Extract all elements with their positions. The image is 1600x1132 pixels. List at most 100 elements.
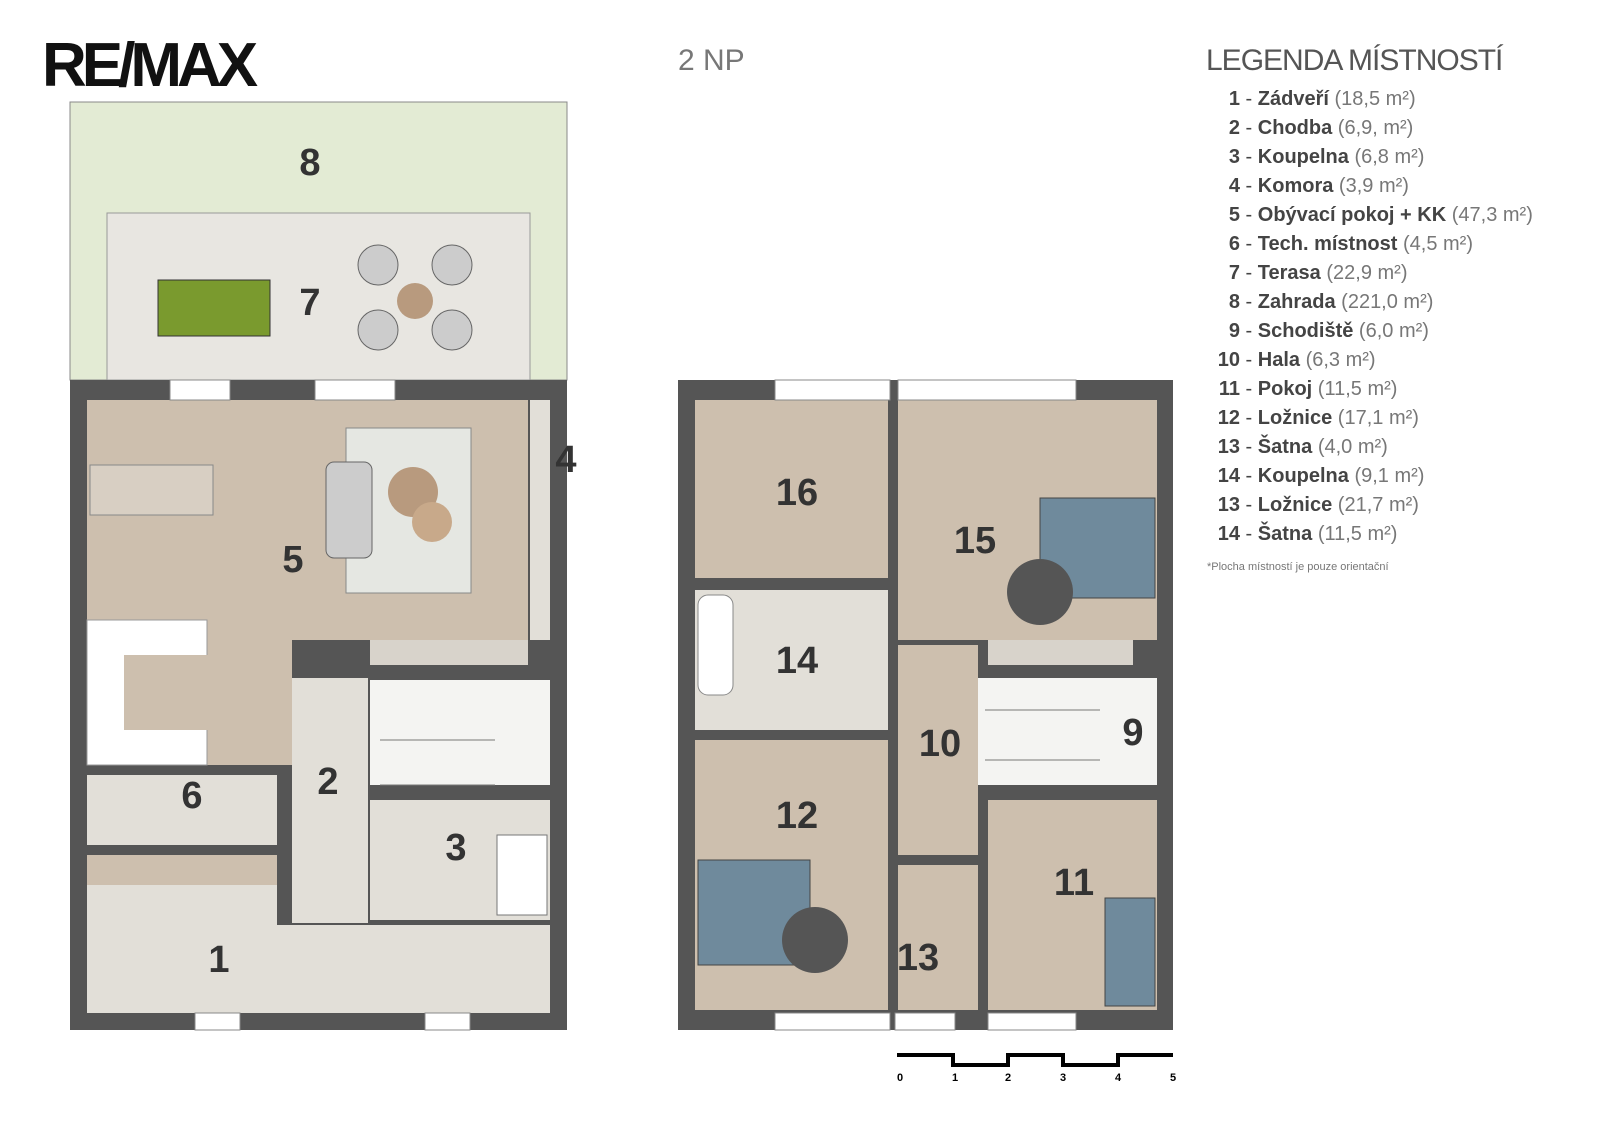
- room-label-1: 1: [208, 939, 229, 981]
- legend-number: 9: [1228, 320, 1240, 342]
- legend-room-name: Zahrada: [1257, 291, 1336, 313]
- room-label-15: 15: [954, 520, 996, 562]
- legend-number: 3: [1228, 146, 1240, 168]
- legend-room-area: (6,8 m²): [1354, 146, 1425, 168]
- legend-number: 13: [1217, 436, 1240, 458]
- legend-number: 10: [1217, 349, 1240, 371]
- legend-number: 8: [1228, 291, 1240, 313]
- legend-title: LEGENDA MÍSTNOSTÍ: [1206, 44, 1503, 77]
- legend-room-name: Ložnice: [1257, 407, 1333, 429]
- legend-item: 14 - Šatna (11,5 m²): [1200, 523, 1533, 552]
- legend-room-name: Ložnice: [1257, 494, 1333, 516]
- legend-room-area: (18,5 m²): [1334, 88, 1416, 110]
- legend-room-area: (22,9 m²): [1326, 262, 1408, 284]
- legend-number: 14: [1217, 465, 1240, 487]
- legend-room-name: Šatna: [1257, 523, 1313, 545]
- legend-room-area: (6,0 m²): [1358, 320, 1429, 342]
- sofa: [325, 461, 373, 559]
- legend-room-name: Hala: [1257, 349, 1301, 371]
- room-label-16: 16: [776, 472, 818, 514]
- legend-room-name: Pokoj: [1257, 378, 1313, 400]
- room-label-5: 5: [282, 539, 303, 581]
- legend-number: 12: [1217, 407, 1240, 429]
- legend-item: 3 - Koupelna (6,8 m²): [1200, 146, 1533, 175]
- legend-room-area: (17,1 m²): [1337, 407, 1419, 429]
- legend-item: 12 - Ložnice (17,1 m²): [1200, 407, 1533, 436]
- legend-number: 5: [1228, 204, 1240, 226]
- room-4: [530, 400, 550, 640]
- legend-item: 5 - Obývací pokoj + KK (47,3 m²): [1200, 204, 1533, 233]
- legend-room-area: (21,7 m²): [1337, 494, 1419, 516]
- legend-item: 10 - Hala (6,3 m²): [1200, 349, 1533, 378]
- legend-room-area: (4,5 m²): [1403, 233, 1473, 255]
- legend-room-name: Schodiště: [1257, 320, 1354, 342]
- floor-title: 2 NP: [678, 44, 745, 77]
- legend-item: 1 - Zádveří (18,5 m²): [1200, 88, 1533, 117]
- scale-tick: 0: [897, 1072, 903, 1084]
- legend-item: 4 - Komora (3,9 m²): [1200, 175, 1533, 204]
- room-label-13: 13: [897, 937, 939, 979]
- legend-number: 6: [1228, 233, 1240, 255]
- bed-11: [1104, 897, 1156, 1007]
- legend-room-area: (47,3 m²): [1451, 204, 1533, 226]
- legend-room-area: (4,0 m²): [1317, 436, 1388, 458]
- room-2: [292, 678, 368, 923]
- legend-room-area: (9,1 m²): [1354, 465, 1425, 487]
- scale-tick: 3: [1060, 1072, 1066, 1084]
- legend-room-area: (6,3 m²): [1305, 349, 1376, 371]
- remax-logo: RE/MAX: [42, 31, 258, 100]
- room-13: [898, 865, 978, 1010]
- room-label-12: 12: [776, 795, 818, 837]
- legend-item: 13 - Ložnice (21,7 m²): [1200, 494, 1533, 523]
- room-label-6: 6: [181, 775, 202, 817]
- ping-pong-table: [157, 279, 271, 337]
- room-label-11: 11: [1054, 862, 1094, 904]
- legend-room-area: (221,0 m²): [1341, 291, 1434, 313]
- room-label-9: 9: [1122, 712, 1143, 754]
- room-label-8: 8: [299, 142, 320, 184]
- legend-room-name: Koupelna: [1257, 465, 1349, 487]
- legend-number: 13: [1217, 494, 1240, 516]
- legend-room-name: Komora: [1257, 175, 1334, 197]
- legend-room-name: Chodba: [1257, 117, 1333, 139]
- legend-item: 2 - Chodba (6,9, m²): [1200, 117, 1533, 146]
- scale-tick: 2: [1005, 1072, 1011, 1084]
- legend-room-area: (11,5 m²): [1317, 378, 1398, 400]
- legend-room-area: (3,9 m²): [1338, 175, 1409, 197]
- room-label-3: 3: [445, 827, 466, 869]
- legend-item: 7 - Terasa (22,9 m²): [1200, 262, 1533, 291]
- room-label-2: 2: [317, 761, 338, 803]
- room-1: [87, 925, 550, 1013]
- room-9: [978, 678, 1157, 785]
- area-note: *Plocha místností je pouze orientační: [1207, 561, 1389, 573]
- ground-floor-plan: 8 7 5 4 2 3 6 1: [69, 101, 577, 1031]
- legend-item: 11 - Pokoj (11,5 m²): [1200, 378, 1533, 407]
- room-legend: 1 - Zádveří (18,5 m²)2 - Chodba (6,9, m²…: [1200, 88, 1533, 552]
- legend-room-name: Koupelna: [1257, 146, 1349, 168]
- legend-item: 9 - Schodiště (6,0 m²): [1200, 320, 1533, 349]
- legend-room-name: Zádveří: [1257, 88, 1329, 110]
- legend-room-area: (11,5 m²): [1317, 523, 1398, 545]
- legend-room-name: Obývací pokoj + KK: [1257, 204, 1447, 226]
- legend-room-area: (6,9, m²): [1337, 117, 1414, 139]
- legend-item: 8 - Zahrada (221,0 m²): [1200, 291, 1533, 320]
- legend-number: 4: [1228, 175, 1240, 197]
- room-label-7: 7: [299, 282, 320, 324]
- scale-bar: 0 1 2 3 4 5: [897, 1053, 1176, 1084]
- legend-item: 14 - Koupelna (9,1 m²): [1200, 465, 1533, 494]
- room-label-14: 14: [776, 640, 818, 682]
- legend-room-name: Terasa: [1257, 262, 1321, 284]
- room-label-10: 10: [919, 723, 961, 765]
- scale-tick: 5: [1170, 1072, 1176, 1084]
- second-floor-plan: 16 15 14 10 9 12 11 13: [678, 379, 1173, 1031]
- legend-number: 1: [1228, 88, 1240, 110]
- legend-number: 2: [1228, 117, 1240, 139]
- legend-number: 14: [1217, 523, 1240, 545]
- scale-tick: 4: [1115, 1072, 1122, 1084]
- room-16: [695, 400, 888, 578]
- room-10: [898, 645, 978, 855]
- room-6: [87, 775, 277, 845]
- legend-room-name: Šatna: [1257, 436, 1313, 458]
- legend-item: 6 - Tech. místnost (4,5 m²): [1200, 233, 1533, 262]
